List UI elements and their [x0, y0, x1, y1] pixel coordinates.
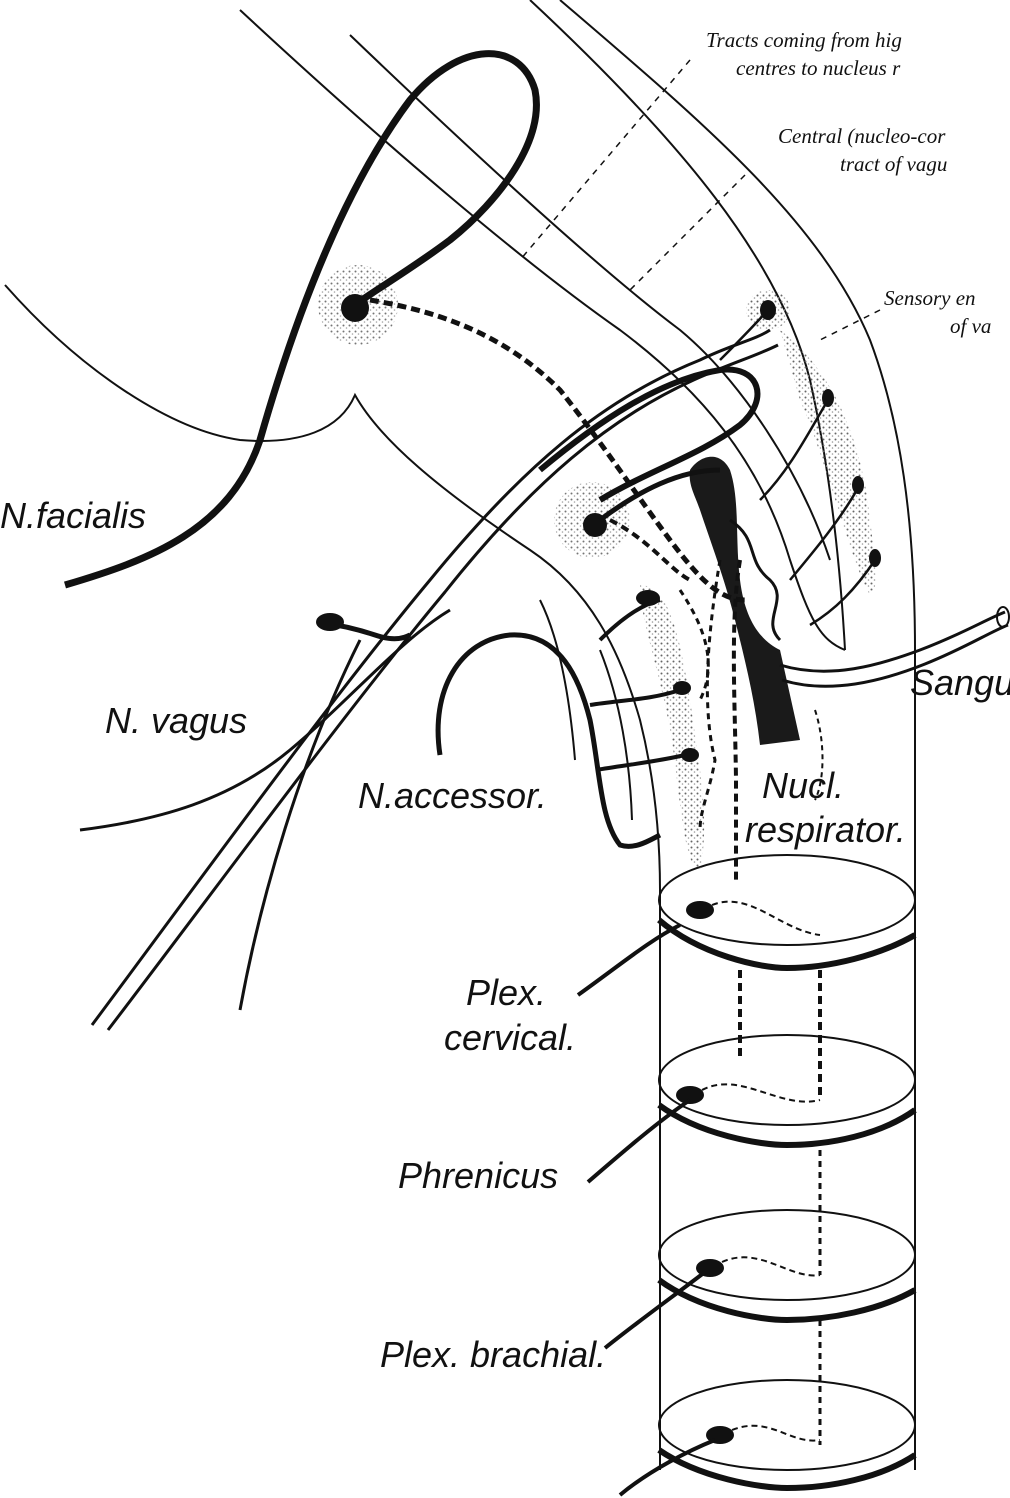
- descending-tracts: [678, 559, 822, 1445]
- segment-neurons: [676, 900, 821, 1444]
- facialis-neuron: [64, 50, 746, 603]
- label-tracts-line1: Tracts coming from hig: [706, 28, 902, 52]
- label-nucl-line1: Nucl.: [762, 765, 844, 806]
- label-sensory-line2: of va: [950, 314, 991, 338]
- label-n-facialis: N.facialis: [0, 495, 146, 536]
- label-central-line1: Central (nucleo-cor: [778, 124, 946, 148]
- label-plex-cervical-line1: Plex.: [466, 972, 546, 1013]
- sensory-fibers: [719, 300, 881, 627]
- spinal-segments: [657, 854, 917, 1492]
- leader-lines: [519, 59, 881, 1497]
- label-plex-cervical-line2: cervical.: [444, 1017, 576, 1058]
- label-n-vagus: N. vagus: [105, 700, 247, 741]
- nucleus-respiratorius: [689, 456, 800, 745]
- label-nucl-line2: respirator.: [745, 809, 906, 850]
- label-phrenicus: Phrenicus: [398, 1155, 558, 1196]
- vagal-motor-neuron: [583, 467, 721, 582]
- label-central-line2: tract of vagu: [840, 152, 947, 176]
- brainstem-outline: [4, 0, 916, 1470]
- label-n-accessor: N.accessor.: [358, 775, 547, 816]
- sanguis-vessel: [779, 606, 1010, 688]
- label-plex-brachial: Plex. brachial.: [380, 1334, 606, 1375]
- accessorius-nerve: [435, 590, 699, 849]
- label-tracts-line2: centres to nucleus r: [736, 56, 901, 80]
- label-sangu: Sangu: [910, 662, 1010, 703]
- labels: Tracts coming from hig centres to nucleu…: [0, 28, 1010, 1375]
- label-sensory-line1: Sensory en: [884, 286, 976, 310]
- vagus-nerve: [79, 328, 779, 1031]
